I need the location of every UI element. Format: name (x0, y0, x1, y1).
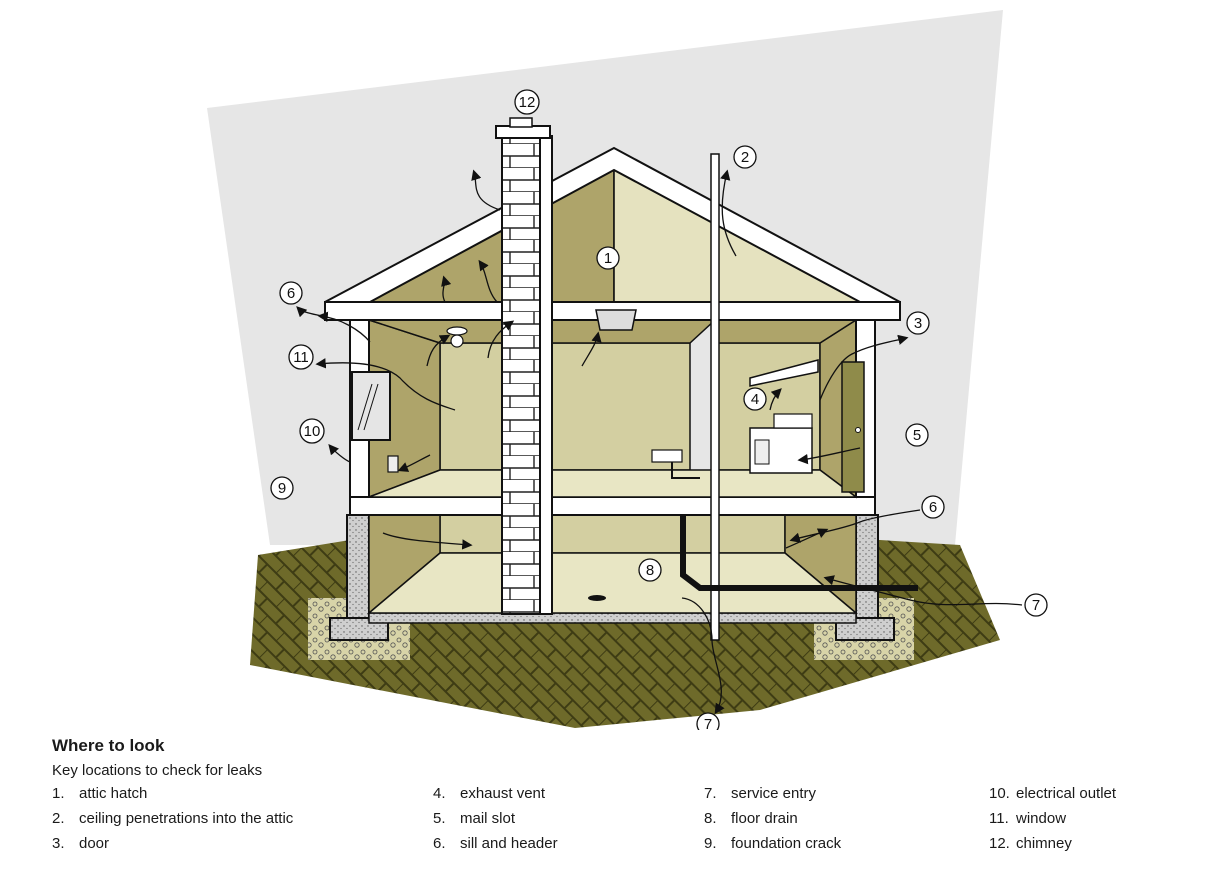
legend-item: 11.window (989, 810, 1067, 827)
legend-item: 5.mail slot (433, 810, 516, 827)
legend-item: 3.door (52, 835, 110, 852)
callout-5: 5 (905, 423, 929, 447)
chimney-liner (539, 135, 553, 615)
legend-item: 2.ceiling penetrations into the attic (52, 810, 294, 827)
callout-9: 9 (270, 476, 294, 500)
basement-slab (368, 612, 857, 624)
callout-11: 11 (288, 344, 314, 370)
svg-text:11: 11 (293, 349, 309, 366)
svg-text:6: 6 (929, 499, 937, 516)
callout-7-right: 7 (1024, 593, 1048, 617)
ceiling-light (446, 326, 468, 336)
legend-items: 1.attic hatch 2.ceiling penetrations int… (52, 785, 1192, 865)
legend-subtitle: Key locations to check for leaks (52, 762, 263, 779)
legend-item: 6.sill and header (433, 835, 558, 852)
svg-text:2: 2 (741, 149, 749, 166)
legend-item: 4.exhaust vent (433, 785, 546, 802)
svg-text:6: 6 (287, 285, 295, 302)
callout-10: 10 (299, 418, 325, 444)
svg-text:4: 4 (751, 391, 759, 408)
legend: Where to look Key locations to check for… (52, 736, 1192, 865)
svg-text:3: 3 (914, 315, 922, 332)
chimney (501, 135, 541, 615)
callout-4: 4 (743, 387, 767, 411)
callout-6-roof: 6 (279, 281, 303, 305)
exterior-door (841, 361, 865, 493)
svg-text:9: 9 (278, 480, 286, 497)
range-hood (749, 359, 819, 387)
callout-3: 3 (906, 311, 930, 335)
electrical-outlet (387, 455, 399, 473)
house-air-leak-diagram: 1 2 3 4 5 6 6 7 7 8 9 10 11 12 (207, 10, 1048, 730)
basement-floor (366, 552, 859, 614)
callout-12: 12 (514, 89, 540, 115)
svg-text:1: 1 (604, 250, 612, 267)
legend-item: 8.floor drain (704, 810, 798, 827)
svg-text:7: 7 (1032, 597, 1040, 614)
callout-1: 1 (596, 246, 620, 270)
legend-item: 10.electrical outlet (989, 785, 1117, 802)
callout-8: 8 (638, 558, 662, 582)
callout-7-bottom: 7 (696, 712, 720, 730)
svg-text:8: 8 (646, 562, 654, 579)
foundation-wall-right (855, 514, 879, 621)
air-leak-arrows (296, 169, 1023, 715)
svg-text:7: 7 (704, 716, 712, 730)
legend-item: 12.chimney (989, 835, 1072, 852)
legend-item: 1.attic hatch (52, 785, 148, 802)
chimney-cap (495, 125, 551, 139)
svg-text:10: 10 (304, 423, 321, 440)
basement-back-wall (439, 514, 786, 554)
callout-6-sill: 6 (921, 495, 945, 519)
callout-2: 2 (733, 145, 757, 169)
legend-title: Where to look (52, 736, 165, 755)
callouts: 1 2 3 4 5 6 6 7 7 8 9 10 11 12 (270, 89, 1048, 730)
sink (651, 449, 683, 463)
svg-text:5: 5 (913, 427, 921, 444)
svg-text:12: 12 (519, 94, 536, 111)
plumbing-vent-stack (710, 153, 720, 641)
floor-drain (588, 595, 606, 601)
legend-item: 9.foundation crack (704, 835, 842, 852)
legend-item: 7.service entry (704, 785, 817, 802)
service-pipe (680, 515, 918, 591)
foundation-wall-left (346, 514, 370, 621)
main-floor-band (349, 496, 876, 516)
attic-hatch (595, 309, 637, 331)
roof (324, 146, 901, 303)
